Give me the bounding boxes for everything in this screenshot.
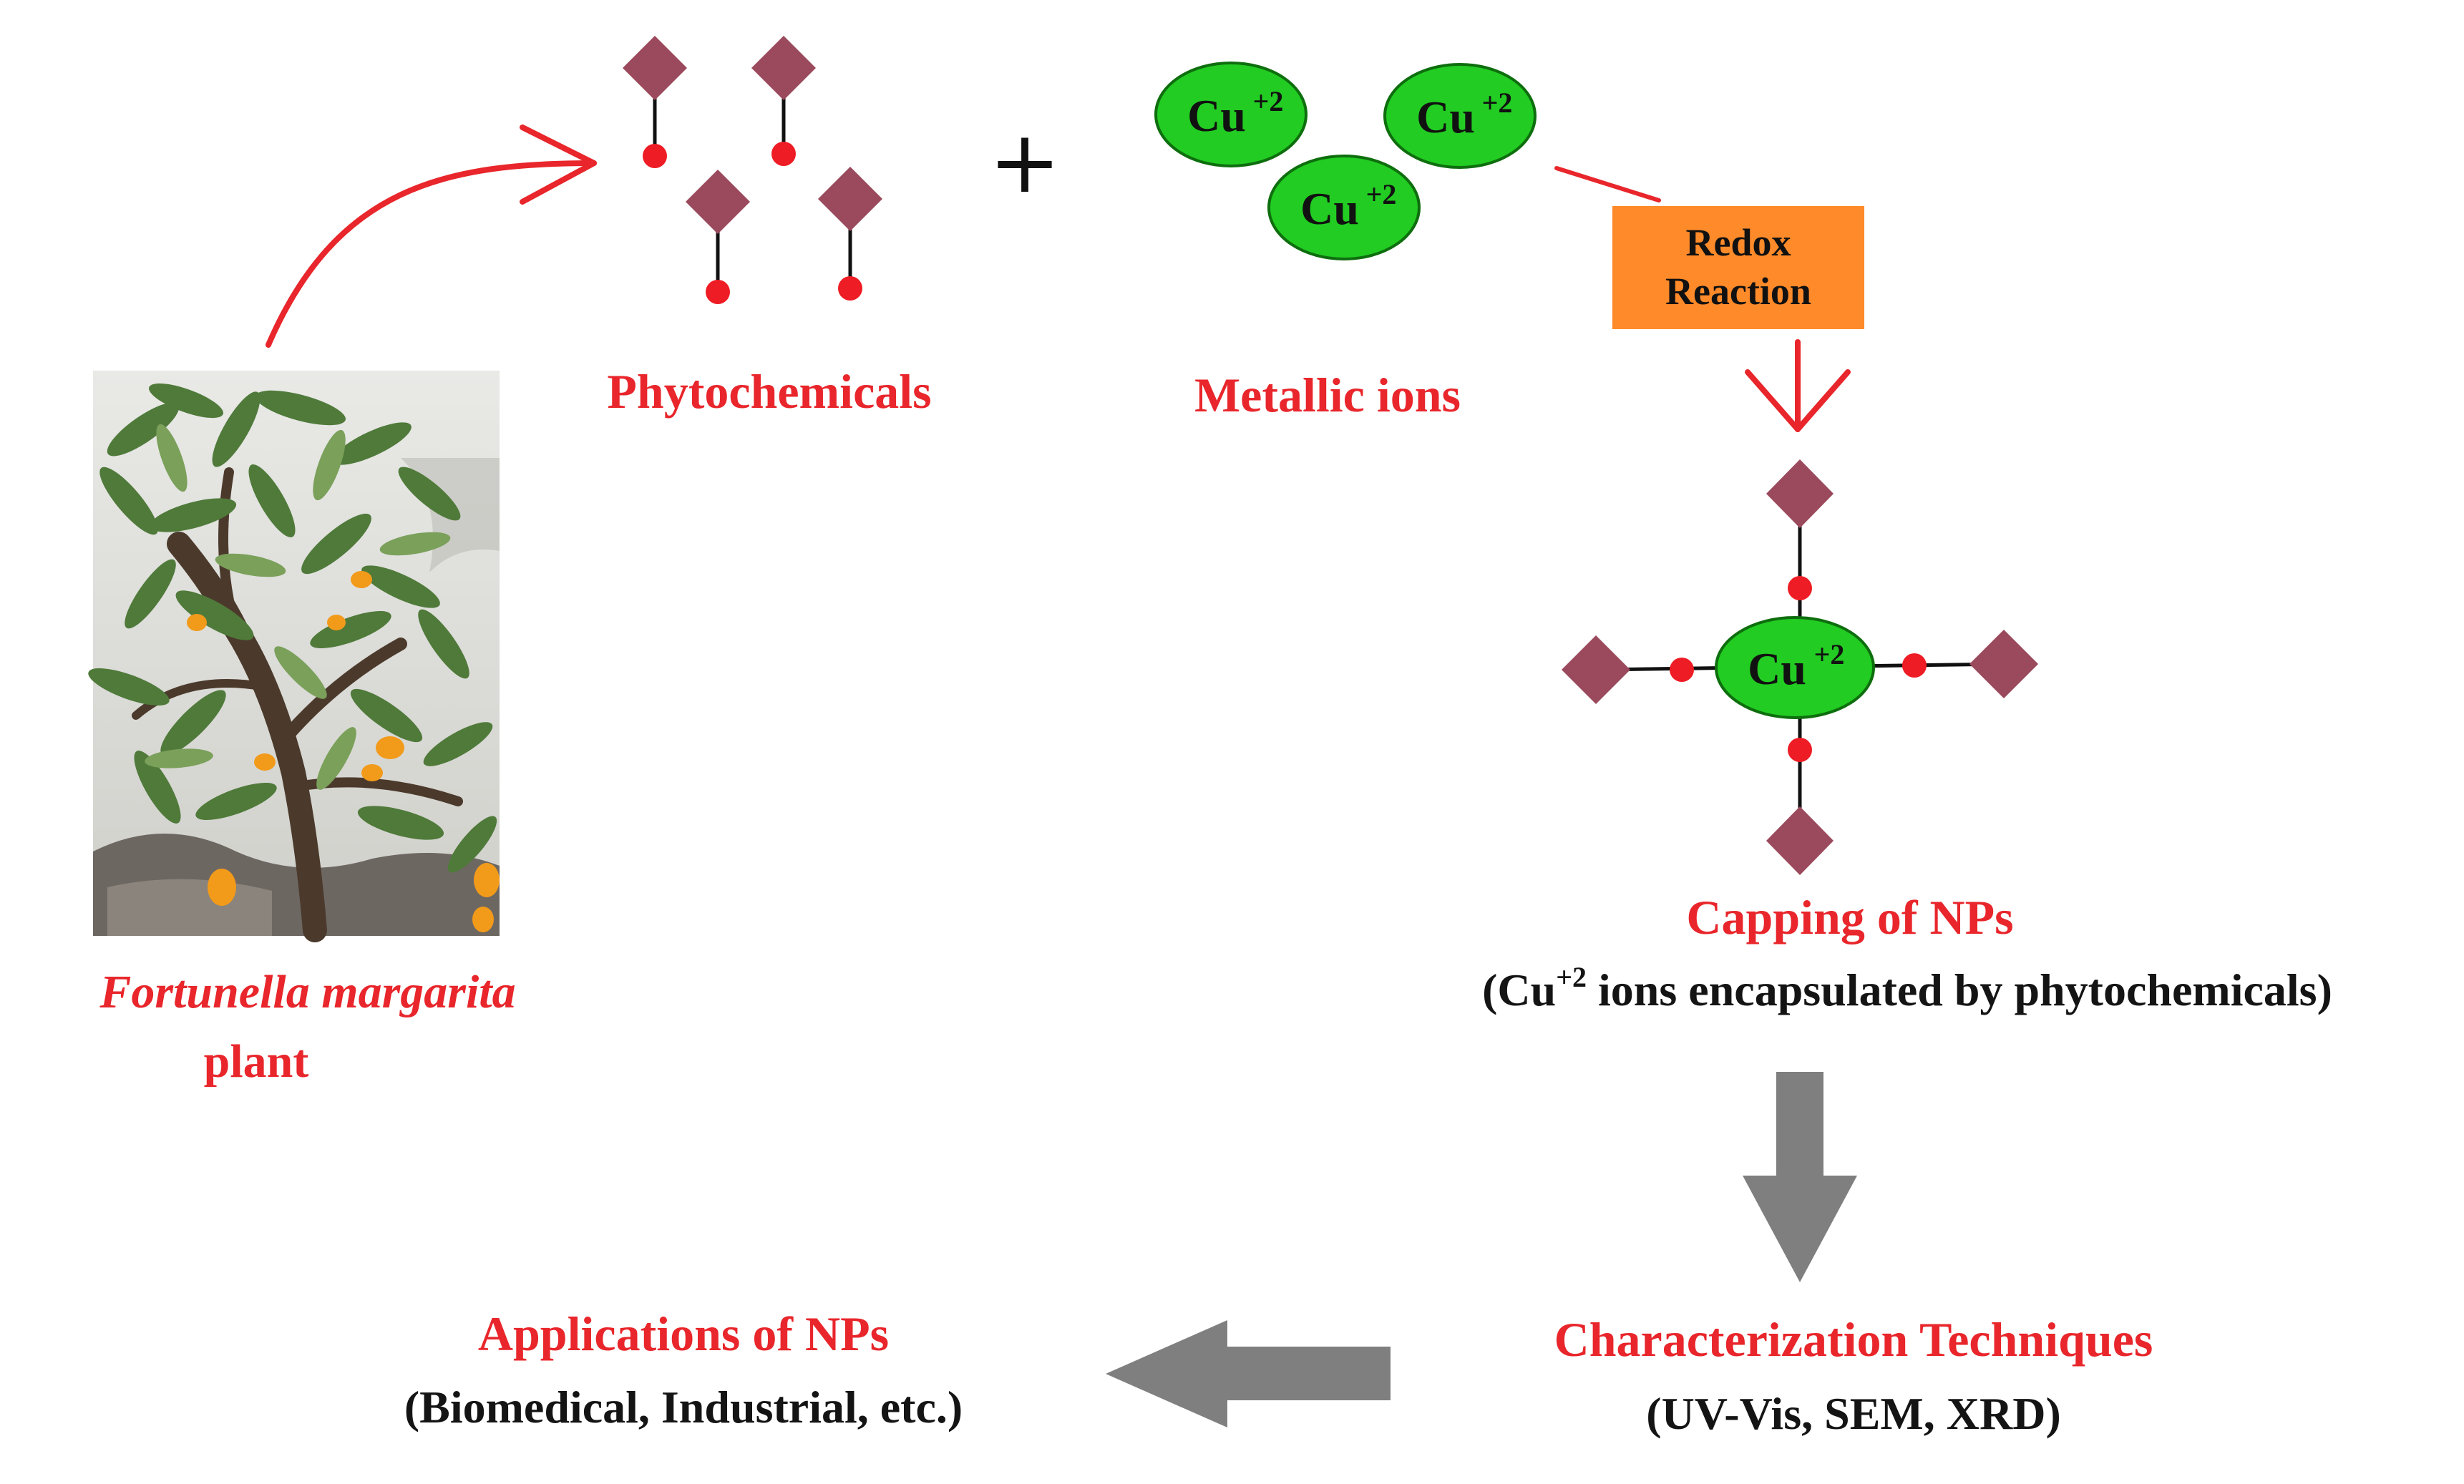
characterization-title: Characterization Techniques [1554,1312,2153,1367]
capping-subtitle-superscript: +2 [1556,961,1587,993]
ion-charge: +2 [1814,638,1845,670]
metallic-ion: Cu +2 [1383,63,1537,169]
plant-name: Fortunella margarita [99,966,515,1018]
ion-charge: +2 [1253,85,1284,117]
plant-name-rest: plant [204,1035,309,1088]
plus-sign: + [989,113,1061,213]
phytochemical-molecule [686,170,750,304]
svg-text:Cu: Cu [1187,90,1246,141]
ion-symbol: Cu [1416,92,1475,142]
svg-text:Cu: Cu [1300,183,1359,234]
redox-reaction-box: Redox Reaction [1612,206,1864,329]
metallic-ions-label: Metallic ions [1194,368,1461,422]
plant-photo [88,371,500,942]
phytochemical-molecules [623,36,882,304]
svg-text:Cu: Cu [1748,643,1806,694]
applications-title: Applications of NPs [478,1307,889,1361]
capping-subtitle-prefix: (Cu [1482,965,1556,1015]
capped-nanoparticle: Cu +2 [1562,459,2038,875]
capping-subtitle-suffix: ions encapsulated by phytochemicals) [1587,965,2332,1015]
ion-symbol: Cu [1187,90,1246,141]
metallic-ion: Cu +2 [1154,62,1308,167]
capping-to-characterization-arrow [1743,1072,1857,1282]
phytochemicals-label: Phytochemicals [607,364,931,419]
redox-line-2: Reaction [1665,270,1811,313]
phytochemical-molecule [818,167,882,301]
applications-subtitle: (Biomedical, Industrial, etc.) [404,1382,963,1432]
ion-symbol: Cu [1748,643,1806,694]
plant-name-italic: Fortunella margarita [99,966,515,1018]
redox-line-1: Redox [1686,221,1791,264]
ion-symbol: Cu [1300,183,1359,234]
plant-to-phytochemicals-arrow [266,125,597,348]
ion-charge: +2 [1366,178,1397,210]
capping-subtitle: (Cu+2 ions encapsulated by phytochemical… [1482,961,2332,1015]
phytochemical-molecule [751,36,816,166]
ion-charge: +2 [1482,87,1513,119]
metallic-ion: Cu +2 [1267,155,1421,260]
characterization-subtitle: (UV-Vis, SEM, XRD) [1646,1388,2061,1439]
redox-to-capping-arrow [1745,339,1851,432]
phytochemical-molecule [623,36,687,168]
characterization-to-applications-arrow [1106,1320,1391,1427]
ions-to-redox-arrow [1554,166,1661,202]
svg-text:Cu: Cu [1416,92,1475,142]
capping-title: Capping of NPs [1686,890,2013,944]
